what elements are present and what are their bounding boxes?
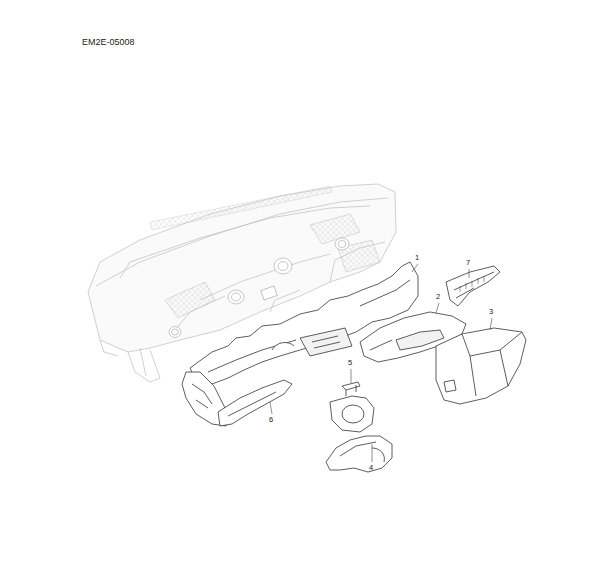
callout-number: 1 — [415, 254, 419, 262]
leader-lines — [270, 264, 492, 462]
callout-number: 6 — [269, 416, 273, 424]
callout-number: 4 — [369, 464, 373, 472]
callout-number: 3 — [489, 308, 493, 316]
callout-number: 2 — [436, 293, 440, 301]
callout-number: 5 — [348, 359, 352, 367]
callout-number: 7 — [466, 259, 470, 267]
trim-parts — [182, 262, 526, 472]
figure-code: EM2E-05008 — [82, 38, 135, 47]
